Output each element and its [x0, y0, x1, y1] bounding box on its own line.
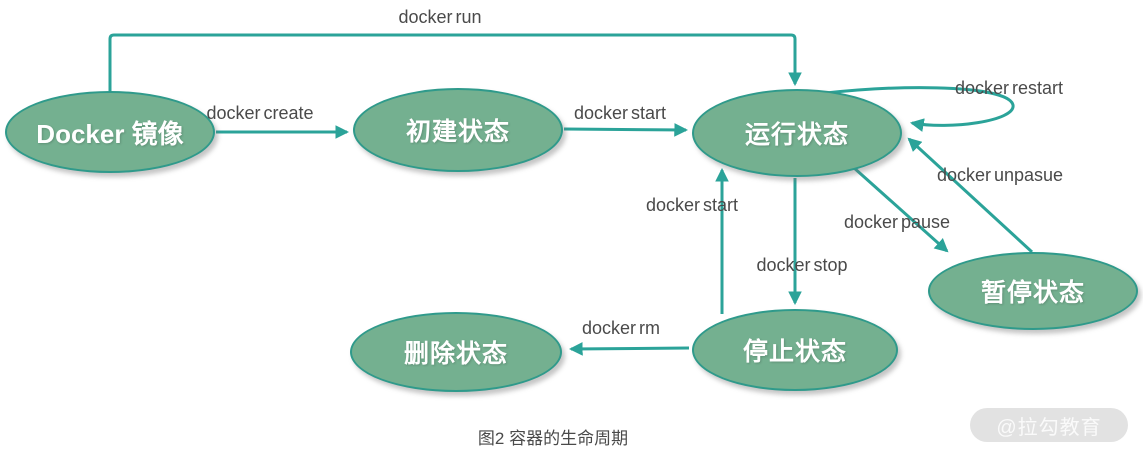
node-created-state: 初建状态	[353, 88, 563, 172]
node-deleted-state: 删除状态	[350, 312, 562, 392]
arrow-docker-unpause	[907, 137, 1034, 254]
node-stopped-state: 停止状态	[692, 309, 898, 391]
edge-label-docker-create: docker create	[206, 103, 314, 123]
arrow-docker-pause	[852, 165, 949, 253]
edge-label-docker-stop: docker stop	[756, 255, 848, 275]
edge-label-docker-start-top: docker start	[573, 103, 667, 123]
edge-label-docker-pause: docker pause	[843, 212, 951, 232]
edge-label-docker-unpasue: docker unpasue	[936, 165, 1064, 185]
node-paused-state: 暂停状态	[928, 252, 1138, 330]
arrow-docker-start-created-running	[563, 123, 689, 137]
figure-caption: 图2 容器的生命周期	[477, 429, 629, 448]
node-docker-image: Docker 镜像	[5, 91, 215, 173]
arrow-docker-restart-loop	[825, 86, 1015, 132]
edge-label-docker-restart: docker restart	[954, 78, 1064, 98]
watermark-badge: @拉勾教育	[970, 408, 1128, 442]
node-running-state: 运行状态	[692, 89, 902, 177]
arrow-docker-run	[108, 33, 802, 91]
edge-label-docker-start-vertical: docker start	[645, 195, 739, 215]
edge-label-docker-rm: docker rm	[581, 318, 661, 338]
edge-label-docker-run: docker run	[398, 7, 482, 27]
arrow-docker-rm	[568, 342, 690, 356]
